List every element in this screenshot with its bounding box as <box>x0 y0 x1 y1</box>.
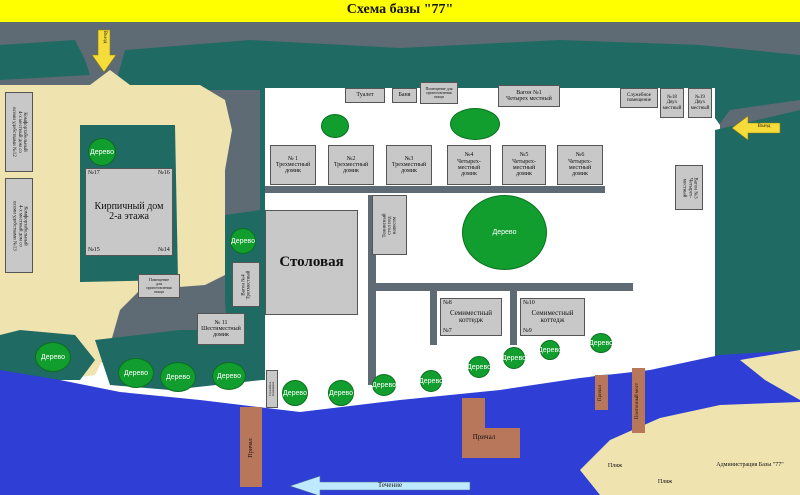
beach-area <box>580 402 800 495</box>
kitchen-top: Помещение для приготовления пищи <box>420 82 458 104</box>
inner-road-cottage-left <box>430 283 437 345</box>
beach-strip <box>740 350 800 400</box>
num-17: №17 <box>88 170 100 176</box>
service-room-top: Служебное помещение <box>620 88 658 108</box>
house-1: № 1 Трехместный домик <box>270 145 316 185</box>
entry-top-label: Въезд <box>101 30 107 44</box>
kitchen-bottom: Помещение для приготовления пищи <box>138 274 180 298</box>
pontoon-bridge <box>632 368 645 433</box>
wagon-4: Вагон №4 Трехместный <box>232 262 260 307</box>
pier-center-label: Причал <box>472 433 496 441</box>
num-7: №7 <box>443 328 452 334</box>
num-8: №8 <box>443 300 452 306</box>
tree <box>321 114 349 138</box>
pier-right <box>595 375 608 410</box>
beach-label-2: Пляж <box>657 479 673 485</box>
tree: Дерево <box>230 228 256 254</box>
admin-label: Администрация Базы "77" <box>716 462 784 468</box>
comfort-house-13: Комфортабельный 4-х местный дом со всеми… <box>5 178 33 273</box>
tree: Дерево <box>372 374 396 396</box>
comfort-house-12: Комфортабельный 4-х местный дом со всеми… <box>5 92 33 172</box>
brick-house: Кирпичный дом 2-а этажа <box>85 168 173 256</box>
wagon-3: Вагон №3 Четырех- местный <box>675 165 703 210</box>
toilet: Туалет <box>345 88 385 103</box>
cottage-7-8: Семиместный коттедж <box>440 298 502 336</box>
inner-road-middle <box>368 283 633 291</box>
inner-road-cottage-right <box>510 283 517 345</box>
tree: Дерево <box>282 380 308 406</box>
pier-center <box>462 398 520 458</box>
tree: Дерево <box>467 356 491 378</box>
pier-left <box>240 407 262 487</box>
tree: Дерево <box>538 340 562 360</box>
territory-right <box>715 110 800 380</box>
tree: Дерево <box>589 333 613 353</box>
num-16: №16 <box>158 170 170 176</box>
num-10: №10 <box>523 300 535 306</box>
house-3: №3 Трехместный домик <box>386 145 432 185</box>
pier-right-label: Причал <box>598 384 604 402</box>
map-title: Схема базы "77" <box>346 2 454 17</box>
house-6: №6 Четырех- местный домик <box>557 145 603 185</box>
cottage-9-10: Семиместный коттедж <box>520 298 585 336</box>
house-2: №2 Трехместный домик <box>328 145 374 185</box>
house-5: №5 Четырех- местный домик <box>502 145 546 185</box>
tree <box>450 108 500 140</box>
tennis-table: Теннисный стол под навесом <box>372 195 407 255</box>
house-4: №4 Четырех- местный домик <box>447 145 491 185</box>
pontoon-label: Понтонный мост <box>635 382 641 420</box>
entry-right-label: Въезд <box>757 124 771 129</box>
canteen: Столовая <box>265 210 358 315</box>
entry-arrow-right <box>731 115 781 141</box>
inner-road-top <box>265 186 605 193</box>
house-19: №19 Двух местный <box>688 88 712 118</box>
current-label: Течение <box>377 481 403 489</box>
entry-arrow-top <box>91 29 117 73</box>
tree: Дерево <box>462 195 547 270</box>
tree: Дерево <box>160 362 196 392</box>
tree: Дерево <box>502 347 526 369</box>
bath: Баня <box>392 88 417 103</box>
service-room-vertical: Служебное помещение <box>266 370 278 408</box>
num-14: №14 <box>158 247 170 253</box>
pier-left-label: Причал <box>247 438 254 458</box>
current-arrow <box>289 475 471 495</box>
beach-label-1: Пляж <box>607 463 623 469</box>
num-15: №15 <box>88 247 100 253</box>
title-banner <box>0 0 800 22</box>
house-11: № 11 Шестиместный домик <box>197 313 245 345</box>
territory-top-left <box>0 40 90 80</box>
tree: Дерево <box>419 370 443 392</box>
tree: Дерево <box>328 380 354 406</box>
num-9: №9 <box>523 328 532 334</box>
wagon-1: Вагон №1 Четырех местный <box>498 85 560 107</box>
tree: Дерево <box>118 358 154 388</box>
tree: Дерево <box>88 138 116 166</box>
house-18: №18 Двух местный <box>660 88 684 118</box>
tree: Дерево <box>35 342 71 372</box>
tree: Дерево <box>212 362 246 390</box>
